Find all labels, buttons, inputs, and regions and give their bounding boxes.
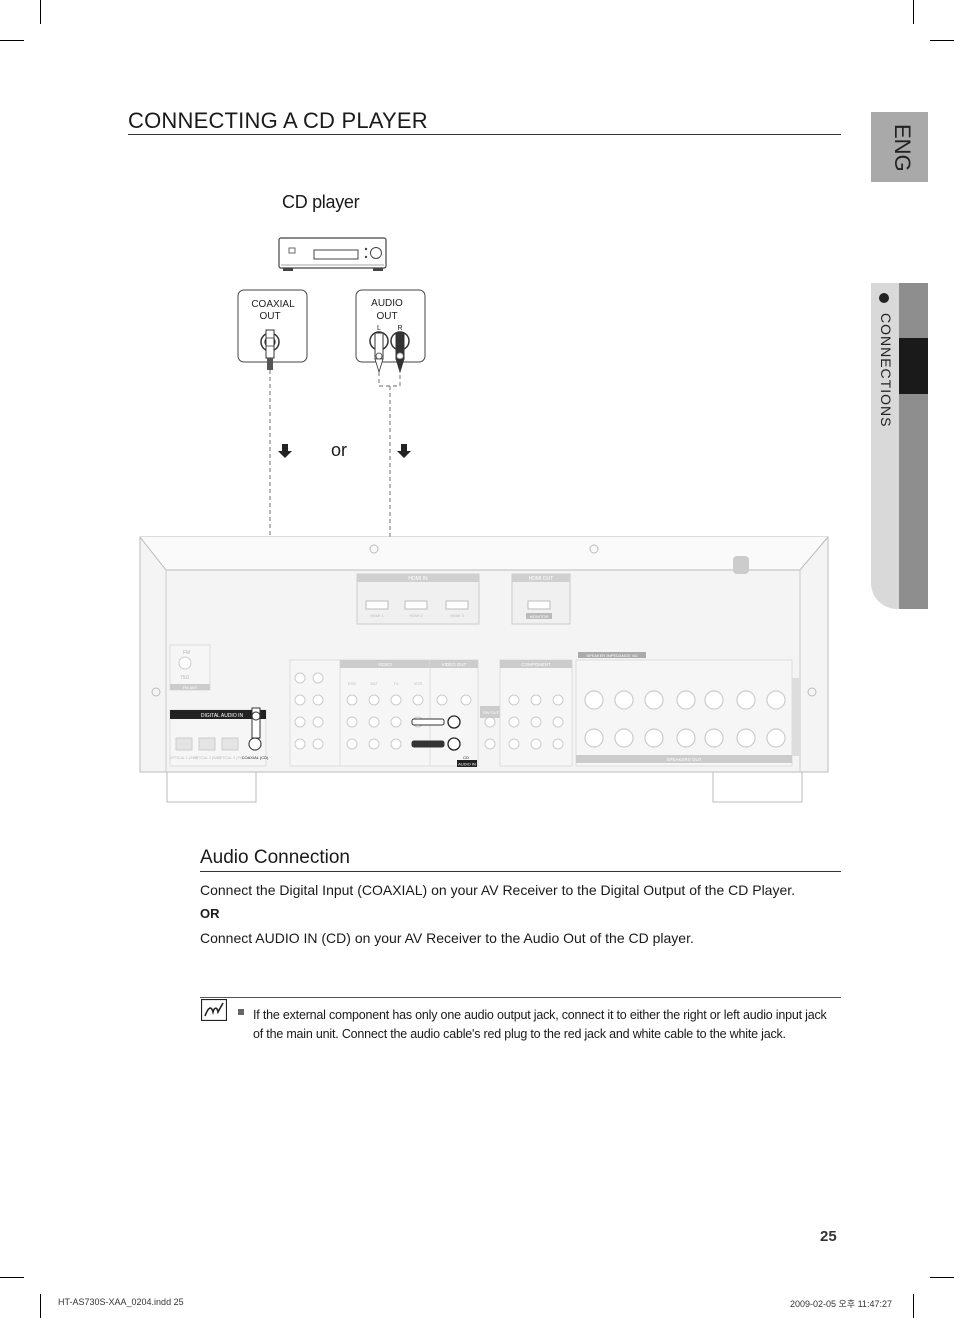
cd-input-label: CD (463, 755, 469, 760)
language-tab: ENG (871, 112, 928, 182)
note-pencil-icon (201, 999, 227, 1021)
note-bullet-icon (238, 1009, 244, 1015)
crop-mark (40, 0, 41, 24)
video-out-label: VIDEO OUT (442, 662, 467, 667)
av-receiver-rear-panel: HDMI IN HDMI 1 HDMI 2 HDMI 3 HDMI OUT MO… (139, 536, 829, 803)
receiver-coaxial-label: COAXIAL (CD) (242, 755, 269, 760)
page-number: 25 (820, 1228, 837, 1245)
hdmi-in-label: HDMI IN (408, 576, 428, 582)
speaker-impedance-label: SPEAKER IMPEDANCE: 6Ω (586, 653, 637, 658)
audio-right-label: R (397, 325, 402, 332)
crop-mark (913, 0, 914, 24)
optical-label: OPTICAL 1 (DVD) (170, 756, 198, 760)
hdmi-port-label: HDMI 2 (409, 613, 423, 618)
fm-label: FM (183, 650, 190, 656)
video-input-label: DVD (348, 681, 357, 686)
or-separator: OR (200, 906, 220, 921)
video-input-label: VCR (414, 681, 423, 686)
crop-mark (40, 1294, 41, 1318)
video-input-label: TV (393, 681, 398, 686)
fm-ant-label: FM ANT (183, 685, 198, 690)
audio-left-label: L (377, 325, 381, 332)
speakers-out-label: SPEAKERS OUT (666, 757, 701, 762)
section-side-tab-marker (899, 338, 928, 394)
or-label: or (331, 440, 348, 460)
section-side-tab-strip (899, 283, 928, 609)
audio-out-panel: AUDIO OUT L R (355, 289, 426, 374)
video-input-label: SAT (370, 681, 378, 686)
hdmi-port-label: HDMI 1 (370, 613, 384, 618)
down-arrow-icon (278, 444, 292, 458)
down-arrow-icon (397, 444, 411, 458)
crop-mark (930, 40, 954, 41)
coaxial-out-label-2: OUT (259, 311, 280, 322)
connection-diagram: COAXIAL OUT AUDIO OUT L R (139, 237, 829, 803)
audio-out-label-1: AUDIO (371, 298, 403, 309)
fm-ohm-label: 75Ω (180, 675, 190, 681)
digital-audio-in-label: DIGITAL AUDIO IN (201, 713, 244, 719)
section-divider (200, 871, 841, 872)
cd-player-device-icon (278, 237, 387, 271)
hdmi-out-label: HDMI OUT (529, 576, 554, 582)
bullet-dot-icon (879, 293, 889, 303)
cd-player-label: CD player (282, 192, 360, 212)
coaxial-out-panel: COAXIAL OUT (237, 289, 308, 370)
note-divider (200, 997, 841, 998)
note-text: If the external component has only one a… (253, 1008, 827, 1041)
sw-out-label: SW OUT (483, 710, 500, 715)
crop-mark (913, 1294, 914, 1318)
section-side-tab-label: CONNECTIONS (878, 313, 894, 428)
section-heading: Audio Connection (200, 847, 350, 868)
hdmi-port-label: HDMI 3 (450, 613, 464, 618)
title-divider (128, 134, 841, 135)
hdmi-out-port-label: MONITOR (530, 614, 549, 619)
component-label: COMPONENT (521, 662, 551, 667)
coaxial-out-label-1: COAXIAL (251, 299, 295, 310)
audio-out-label-2: OUT (376, 311, 397, 322)
audio-in-label: AUDIO IN (458, 762, 476, 767)
footer-file-info: HT-AS730S-XAA_0204.indd 25 (58, 1297, 184, 1307)
crop-mark (0, 1277, 24, 1278)
footer-timestamp: 2009-02-05 오후 11:47:27 (790, 1299, 892, 1309)
page-title: CONNECTING A CD PLAYER (128, 108, 428, 133)
optical-label: OPTICAL 3 (TV) (217, 756, 243, 760)
crop-mark (930, 1277, 954, 1278)
crop-mark (0, 40, 24, 41)
instruction-paragraph: Connect the Digital Input (COAXIAL) on y… (200, 882, 796, 898)
video-label: VIDEO (378, 662, 393, 667)
instruction-paragraph: Connect AUDIO IN (CD) on your AV Receive… (200, 930, 694, 946)
optical-label: OPTICAL 2 (SAT) (193, 756, 221, 760)
